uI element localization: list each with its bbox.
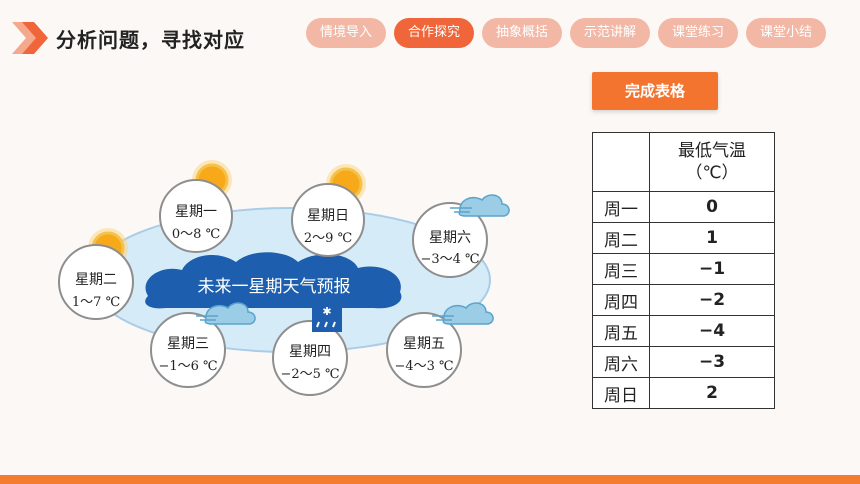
chevron-logo-icon	[12, 22, 48, 54]
card-day-label: 星期二	[75, 272, 117, 288]
table-day-cell: 周二	[592, 222, 650, 254]
table-row: 周日 2	[592, 377, 775, 409]
card-temp-range: −1～6 ℃	[158, 359, 217, 374]
min-temperature-table: 最低气温 （℃） 周一 0 周二 1 周三 −1 周四 −2 周五 −4 周六 …	[592, 132, 775, 409]
card-day-label: 星期六	[429, 230, 471, 246]
forecast-card-saturday: 星期六 −3～4 ℃	[412, 194, 510, 278]
forecast-card-thursday: ✱ 星期四 −2～5 ℃	[272, 302, 348, 396]
complete-table-button[interactable]: 完成表格	[592, 72, 718, 110]
table-value-cell: 1	[649, 222, 775, 254]
table-header-min-temp: 最低气温 （℃）	[649, 132, 775, 192]
table-row: 周六 −3	[592, 346, 775, 378]
table-header-empty	[592, 132, 650, 192]
table-row: 周二 1	[592, 222, 775, 254]
card-temp-range: 0～8 ℃	[172, 227, 220, 242]
cloud-icon	[450, 194, 510, 217]
table-day-cell: 周一	[592, 191, 650, 223]
forecast-banner-text: 未来一星期天气预报	[198, 277, 351, 297]
table-row: 周一 0	[592, 191, 775, 223]
card-day-label: 星期三	[167, 336, 209, 352]
card-temp-range: −2～5 ℃	[280, 367, 339, 382]
forecast-card-tuesday: 星期二 1～7 ℃	[58, 228, 134, 320]
cloud-icon	[432, 302, 494, 325]
table-day-cell: 周四	[592, 284, 650, 316]
tab-demonstration[interactable]: 示范讲解	[570, 18, 650, 48]
tab-situation-intro[interactable]: 情境导入	[306, 18, 386, 48]
card-temp-range: 2～9 ℃	[304, 231, 352, 246]
nav-tabs: 情境导入 合作探究 抽象概括 示范讲解 课堂练习 课堂小结	[306, 18, 826, 48]
card-temp-range: 1～7 ℃	[72, 295, 120, 310]
svg-text:✱: ✱	[322, 305, 331, 318]
table-value-cell: −4	[649, 315, 775, 347]
table-value-cell: 0	[649, 191, 775, 223]
forecast-banner: 未来一星期天气预报	[145, 252, 402, 309]
weather-forecast-illustration: 未来一星期天气预报 星期一 0～8 ℃ 星期日 2～9 ℃ 星期六 −3～4 ℃	[58, 160, 510, 396]
table-day-cell: 周五	[592, 315, 650, 347]
card-temp-range: −3～4 ℃	[420, 252, 479, 267]
table-day-cell: 周六	[592, 346, 650, 378]
table-value-cell: 2	[649, 377, 775, 409]
card-day-label: 星期五	[403, 336, 445, 352]
card-day-label: 星期日	[307, 208, 349, 224]
page-title: 分析问题，寻找对应	[56, 28, 245, 52]
forecast-card-friday: 星期五 −4～3 ℃	[386, 302, 494, 388]
forecast-card-sunday: 星期日 2～9 ℃	[291, 164, 366, 257]
bottom-accent-bar	[0, 475, 860, 484]
table-day-cell: 周三	[592, 253, 650, 285]
table-value-cell: −1	[649, 253, 775, 285]
sleet-icon: ✱	[312, 302, 342, 332]
header-line-2: （℃）	[685, 163, 739, 183]
table-value-cell: −3	[649, 346, 775, 378]
table-header-row: 最低气温 （℃）	[592, 132, 775, 192]
table-row: 周五 −4	[592, 315, 775, 347]
tab-class-practice[interactable]: 课堂练习	[658, 18, 738, 48]
header-line-1: 最低气温	[678, 141, 746, 161]
table-row: 周四 −2	[592, 284, 775, 316]
cloud-icon	[196, 302, 256, 325]
table-value-cell: −2	[649, 284, 775, 316]
tab-abstract-summary[interactable]: 抽象概括	[482, 18, 562, 48]
card-day-label: 星期一	[175, 204, 217, 220]
card-day-label: 星期四	[289, 344, 331, 360]
tab-class-summary[interactable]: 课堂小结	[746, 18, 826, 48]
forecast-card-monday: 星期一 0～8 ℃	[159, 160, 233, 253]
forecast-card-wednesday: 星期三 −1～6 ℃	[150, 302, 256, 388]
table-day-cell: 周日	[592, 377, 650, 409]
card-temp-range: −4～3 ℃	[394, 359, 453, 374]
table-row: 周三 −1	[592, 253, 775, 285]
tab-cooperative-inquiry[interactable]: 合作探究	[394, 18, 474, 48]
